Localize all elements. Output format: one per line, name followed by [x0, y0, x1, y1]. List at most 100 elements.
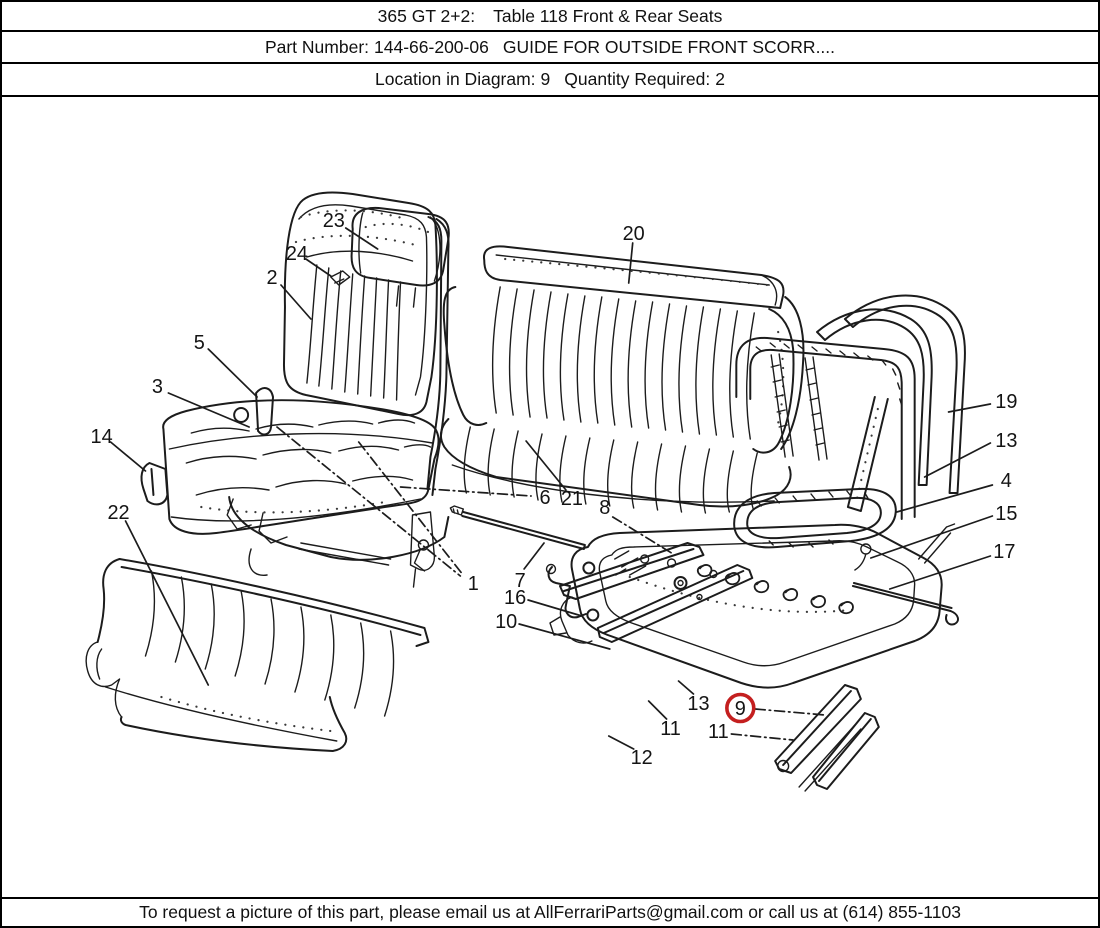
- rear-cushion-left-edge: [96, 558, 121, 643]
- recliner-knob: [233, 407, 250, 423]
- callout-16: 16: [504, 587, 526, 609]
- callout-23: 23: [323, 210, 345, 232]
- callout-22: 22: [107, 502, 129, 524]
- quantity-label: Quantity Required:: [564, 69, 711, 89]
- trim-rod-7: [461, 511, 586, 550]
- slide-rail-11-left: [596, 564, 754, 643]
- pan-inner-rim: [598, 540, 916, 667]
- bench-cushion-pleats: [463, 426, 758, 514]
- callout-17: 17: [993, 541, 1015, 563]
- slide-rails-group: [545, 542, 880, 792]
- rear-bench-group: [439, 245, 805, 514]
- part-number-label: Part Number:: [264, 36, 370, 57]
- callout-3: 3: [152, 376, 163, 398]
- diagram-area: 23 24 2 5 3 14 22 20 19 13 4 15 17 6 21 …: [2, 97, 1098, 897]
- seatback-pleats: [306, 264, 402, 401]
- part-number-row: Part Number: 144-66-200-06 GUIDE FOR OUT…: [2, 32, 1098, 64]
- callout-12: 12: [631, 747, 653, 769]
- pan-floor-stipple: [628, 575, 860, 614]
- callout-20: 20: [623, 223, 645, 245]
- rail-guide-lines: [798, 724, 862, 792]
- bench-rail-stipple: [504, 257, 769, 287]
- rear-cushion-pleats: [144, 570, 395, 717]
- torsion-rod-17: [851, 582, 959, 626]
- tubular-frame-outline: [735, 336, 916, 520]
- seatback-inner-seam: [298, 204, 428, 396]
- callout-11-left: 11: [660, 718, 681, 740]
- frame-straps: [770, 353, 828, 461]
- callout-14: 14: [91, 426, 113, 448]
- callout-2: 2: [266, 267, 277, 289]
- rail-bolt: [582, 561, 596, 575]
- location-label: Location in Diagram:: [375, 69, 536, 89]
- location-value: 9: [540, 69, 551, 89]
- trim-rod-7-cap: [449, 505, 465, 516]
- pan-hole: [696, 593, 703, 601]
- rods-group: [449, 505, 959, 626]
- callout-13-bottom: 13: [687, 693, 709, 715]
- tubular-frame-slots: [755, 342, 903, 406]
- callout-1: 1: [468, 573, 479, 595]
- guide-rail-9: [774, 684, 862, 774]
- guide-rail-9-endcap: [776, 759, 790, 773]
- location-row: Location in Diagram: 9 Quantity Required…: [2, 64, 1098, 97]
- rear-cushion-top-edge: [118, 558, 430, 647]
- callout-labels: 23 24 2 5 3 14 22 20 19 13 4 15 17 6 21 …: [91, 210, 1018, 769]
- page-title: Table 118 Front & Rear Seats: [493, 5, 723, 26]
- callout-9-highlighted: 9: [735, 698, 746, 720]
- bench-bolster-stipple: [776, 330, 785, 429]
- roller-13: [673, 576, 688, 590]
- part-9-highlight-circle: [725, 692, 756, 724]
- frame-base-ring: [733, 487, 897, 549]
- pan-side-arm: [917, 523, 956, 564]
- bench-rail-inner-line: [495, 254, 778, 306]
- callout-5: 5: [194, 332, 205, 354]
- bench-backrest-pleats: [492, 286, 755, 440]
- seat-pan-group: [549, 523, 956, 689]
- pan-outer-rim: [570, 523, 943, 689]
- leader-lines-solid: [109, 227, 994, 750]
- footer-row: To request a picture of this part, pleas…: [2, 897, 1098, 926]
- callout-24: 24: [286, 243, 308, 265]
- recliner-bracket-right: [409, 511, 436, 588]
- model-name: 365 GT 2+2:: [377, 5, 476, 26]
- callout-4: 4: [1001, 470, 1012, 492]
- release-lever-5: [255, 387, 275, 436]
- seatback-trim-frame: [426, 216, 450, 496]
- callout-15: 15: [995, 503, 1017, 525]
- callout-13-right: 13: [995, 430, 1017, 452]
- seat-base-brackets: [226, 498, 426, 576]
- rear-cushion-bottom: [119, 696, 348, 752]
- recliner-bolt-hole: [417, 539, 430, 551]
- rear-cushion-group: [85, 558, 430, 752]
- pan-front-bracket: [549, 596, 593, 644]
- headrest-stipple: [364, 222, 432, 235]
- callout-7: 7: [515, 570, 526, 592]
- slide-rail-10: [558, 542, 705, 600]
- rear-cushion-left-bracket: [85, 641, 123, 718]
- side-bracket-14: [140, 462, 169, 506]
- part-description: GUIDE FOR OUTSIDE FRONT SCORR....: [502, 36, 836, 57]
- rail-bolt: [586, 608, 600, 622]
- lever-knob: [545, 563, 557, 575]
- roller-13-hub: [677, 579, 684, 587]
- pivot-hardware-15: [854, 543, 872, 571]
- seatback-outline: [282, 191, 438, 417]
- trim-strip-19: [843, 294, 966, 494]
- callout-19: 19: [995, 391, 1017, 413]
- callout-6: 6: [539, 487, 550, 509]
- rear-cushion-fold: [104, 686, 338, 742]
- seats-exploded-diagram: 23 24 2 5 3 14 22 20 19 13 4 15 17 6 21 …: [85, 191, 1018, 792]
- trim-strip-13: [816, 308, 933, 486]
- backrest-frames-group: [733, 294, 966, 549]
- slide-rail-11-right: [812, 712, 880, 790]
- pan-spring-clip: [810, 595, 826, 609]
- quantity-value: 2: [715, 69, 725, 89]
- padded-strap-speckle: [855, 407, 879, 501]
- callout-21: 21: [561, 488, 583, 510]
- bench-cushion-front-lip: [451, 464, 775, 503]
- headrest-details: [358, 212, 441, 308]
- rail-screw: [709, 569, 718, 579]
- leader-lines-dashed: [276, 426, 826, 741]
